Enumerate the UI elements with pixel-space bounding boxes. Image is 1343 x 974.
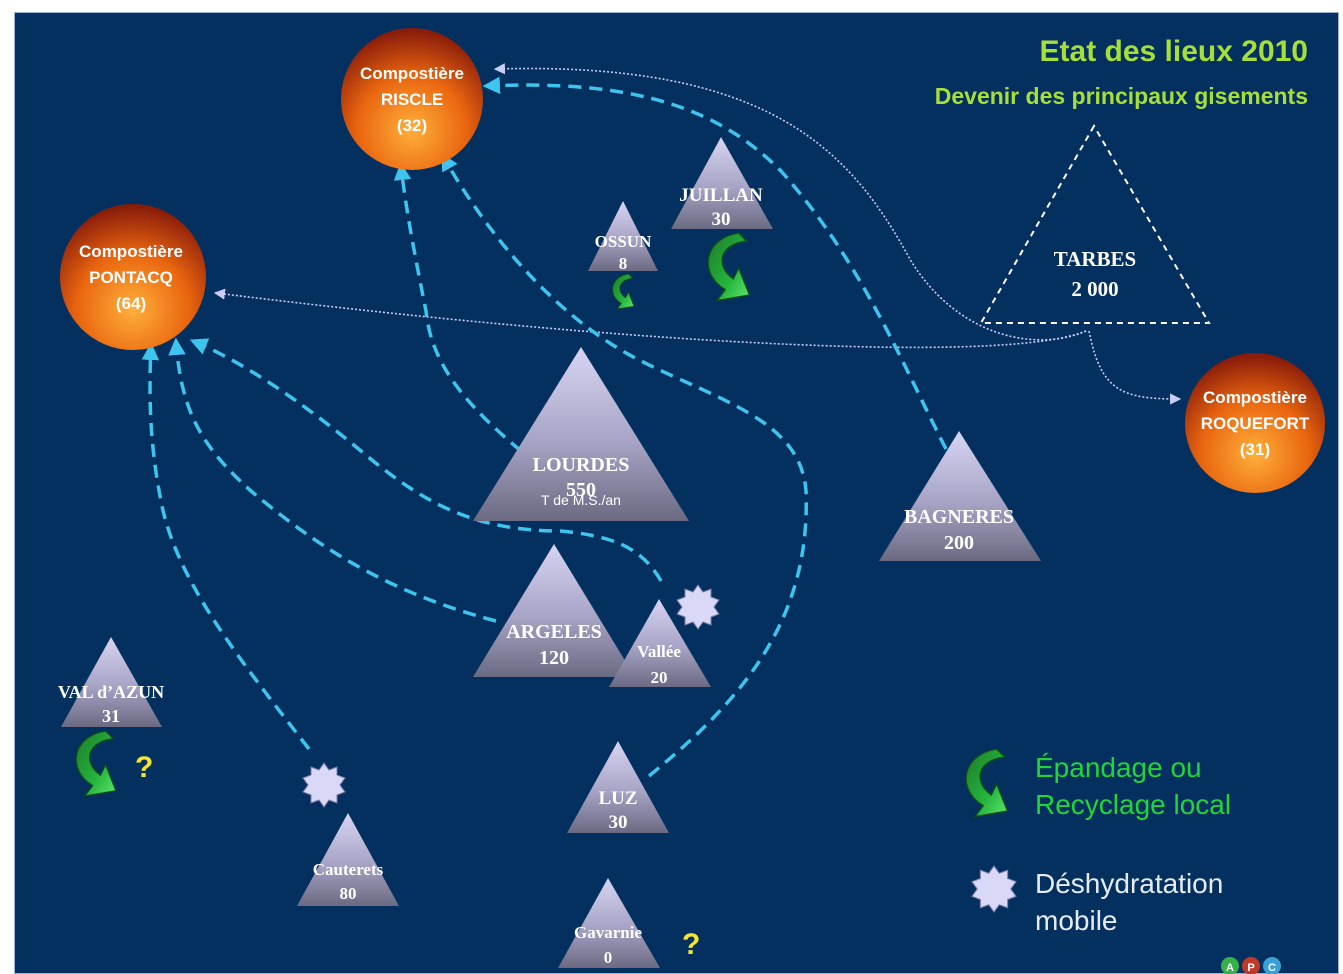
spreading-arrow-icon [612,273,635,310]
legend-spreading-line1: Épandage ou [1035,752,1202,783]
source-juillan: JUILLAN 30 [671,137,773,230]
bagneres-name: BAGNERES [904,506,1014,528]
slide: Compostière RISCLE (32) Compostière PONT… [14,12,1339,974]
lourdes-unit: T de M.S./an [541,492,621,508]
legend-dehydration-line2: mobile [1035,905,1118,936]
legend-dehydration: Déshydratation mobile [1035,865,1223,939]
lourdes-name: LOURDES [533,454,630,476]
spreading-arrow-icon [707,232,751,302]
flow-tarbes-pontacq [213,288,1087,349]
source-gavarnie: Gavarnie 0 [558,878,660,968]
flow-bagneres-riscle [482,76,948,450]
lourdes-value: 550 [566,479,596,501]
source-bagneres: BAGNERES 200 [879,431,1041,561]
legend-dehydration-icon [971,865,1017,913]
dehydration-icon [676,584,720,630]
compost-roquefort-line2: ROQUEFORT [1201,414,1310,433]
legend-spreading-icon [965,748,1009,818]
source-tarbes: TARBES 2 000 [979,124,1211,324]
legend-spreading: Épandage ou Recyclage local [1035,749,1231,823]
juillan-value: 30 [712,209,731,230]
valdazun-value: 31 [102,706,120,726]
argeles-name: ARGELES [506,621,602,643]
flow-tarbes-roquefort [1088,330,1182,405]
compost-pontacq: Compostière PONTACQ (64) [60,204,206,350]
valdazun-name: VAL d’AZUN [58,682,164,702]
logo-letter-c: C [1268,962,1276,974]
source-luz: LUZ 30 [567,741,669,833]
luz-value: 30 [609,812,628,833]
cauterets-value: 80 [340,884,357,903]
compost-riscle: Compostière RISCLE (32) [341,28,483,170]
ossun-name: OSSUN [595,232,652,251]
source-lourdes: LOURDES 550 T de M.S./an [473,347,689,521]
vallee-value: 20 [651,668,668,687]
flow-luz-riscle [441,152,808,778]
compost-roquefort-line3: (31) [1240,440,1270,459]
argeles-value: 120 [539,647,569,669]
question-valdazun: ? [135,751,153,784]
compost-riscle-line3: (32) [397,116,427,135]
logo-letter-p: P [1247,962,1254,974]
compost-riscle-line1: Compostière [360,64,464,83]
spreading-arrow-icon [75,730,117,797]
luz-name: LUZ [598,788,637,809]
gavarnie-value: 0 [604,948,613,967]
compost-pontacq-line2: PONTACQ [89,268,173,287]
logo: A P C [1221,957,1281,974]
dehydration-icon [302,762,346,808]
compost-roquefort: Compostière ROQUEFORT (31) [1185,353,1325,493]
bagneres-value: 200 [944,532,974,554]
flow-vallee-pontacq [189,338,663,582]
flow-lourdes-riscle [393,162,523,453]
logo-letter-a: A [1226,962,1234,974]
question-gavarnie: ? [682,928,700,961]
page-subtitle: Devenir des principaux gisements [934,83,1308,109]
source-vallee: Vallée 20 [609,599,711,687]
vallee-name: Vallée [637,642,681,661]
compost-pontacq-line1: Compostière [79,242,183,261]
ossun-value: 8 [619,254,628,273]
flow-argeles-pontacq [168,337,497,623]
compost-roquefort-line1: Compostière [1203,388,1307,407]
source-ossun: OSSUN 8 [588,201,658,273]
source-cauterets: Cauterets 80 [297,813,399,906]
source-valdazun: VAL d’AZUN 31 [58,637,164,727]
legend-spreading-line2: Recyclage local [1035,789,1232,820]
tarbes-name: TARBES [1054,247,1136,271]
tarbes-value: 2 000 [1071,277,1118,301]
page-title: Etat des lieux 2010 [1039,35,1308,68]
gavarnie-name: Gavarnie [574,923,642,942]
compost-pontacq-line3: (64) [116,294,146,313]
juillan-name: JUILLAN [679,185,763,206]
flow-cauterets-pontacq [141,342,311,751]
cauterets-name: Cauterets [313,860,384,879]
flow-diagram: Compostière RISCLE (32) Compostière PONT… [58,28,1325,974]
compost-riscle-line2: RISCLE [381,90,443,109]
source-argeles: ARGELES 120 [473,544,635,677]
flow-tarbes-riscle [493,63,1087,341]
legend-dehydration-line1: Déshydratation [1035,868,1224,899]
